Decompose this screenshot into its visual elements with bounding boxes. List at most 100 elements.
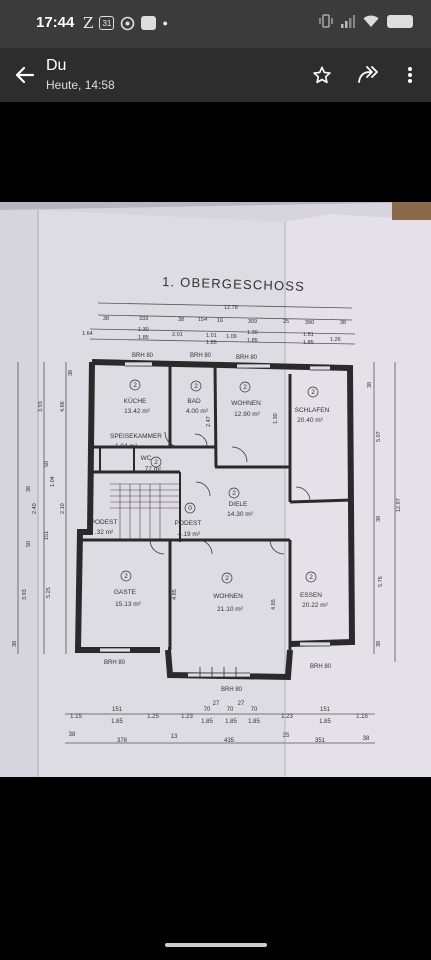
room-area: 14.30 m²: [227, 511, 253, 518]
room-area: 20.22 m²: [302, 602, 328, 609]
star-button[interactable]: [308, 61, 336, 89]
app-bar: Du Heute, 14:58: [0, 48, 431, 102]
dim-bottom-5: 1.23: [181, 714, 193, 720]
dim-left-11: 3.93: [22, 589, 28, 600]
dim-left-7: 50: [44, 461, 50, 467]
room-area: .32 m²: [95, 529, 114, 536]
dot-icon: ●: [162, 18, 168, 28]
window-label-top-3: BRH 80: [236, 355, 258, 361]
room-area: 12.90 m²: [234, 411, 260, 418]
room-number: 2: [124, 573, 128, 580]
dim-bottom-11: 1.85: [201, 719, 213, 725]
dim-bottom-2: 151: [112, 707, 123, 713]
dim-right-4: 38: [376, 516, 382, 522]
dim-bottom-3: 1.85: [111, 719, 123, 725]
room-number: 2: [194, 383, 198, 390]
dim-top-7: 25: [283, 319, 289, 325]
dim-top-9: 38: [340, 320, 346, 326]
room-number: 2: [225, 575, 229, 582]
dim-top-10: 1.64: [82, 331, 93, 337]
dim-top-15: 1.85: [206, 340, 217, 346]
dim-top-5: 16: [217, 318, 223, 324]
status-notification-icons: Z 31 ●: [83, 14, 168, 32]
dim-right-1: 38: [367, 382, 373, 388]
attached-image[interactable]: 1. OBERGESCHOSS 12.78 38 333 38 154 16 3…: [0, 202, 431, 777]
status-system-icons: [319, 14, 413, 28]
calendar-icon: 31: [99, 16, 115, 30]
room-name: DIELE: [229, 501, 248, 508]
arrow-back-icon: [15, 66, 35, 84]
star-icon: [313, 66, 331, 84]
dim-bottom-row2-6: 351: [315, 738, 326, 744]
dim-left-2: 3.93: [38, 401, 44, 412]
dim-bottom-15: 151: [320, 707, 331, 713]
room-name: PODEST: [175, 520, 202, 527]
room-area: 4.00 m²: [186, 408, 209, 415]
floorplan-heading: 1. OBERGESCHOSS: [162, 274, 305, 294]
dim-left-3: 4.66: [60, 401, 66, 412]
room-number: 2: [154, 459, 158, 466]
dim-misc-4: 4.85: [271, 599, 277, 610]
dim-bottom-16: 1.85: [319, 719, 331, 725]
room-name: WOHNEN: [231, 400, 261, 407]
dim-left-5: 2.40: [32, 503, 38, 514]
room-name: SCHLAFEN: [295, 407, 330, 414]
window-label-bottom-3: BRH 80: [221, 687, 243, 693]
dim-bottom-row2-5: 25: [283, 733, 290, 739]
dim-left-8: 151: [44, 531, 50, 540]
dim-right-2: 5.07: [376, 431, 382, 442]
dim-misc-3: 4.85: [172, 589, 178, 600]
battery-icon: [387, 14, 413, 28]
room-name: PODEST: [91, 519, 118, 526]
chat-icon: [120, 16, 135, 31]
dim-top-1: 38: [103, 316, 109, 322]
floorplan-drawing: 1. OBERGESCHOSS 12.78 38 333 38 154 16 3…: [0, 202, 431, 777]
dim-right-5: 5.76: [378, 576, 384, 587]
back-button[interactable]: [10, 60, 40, 90]
dim-bottom-row2-7: 38: [363, 736, 370, 742]
room-name: WC: [141, 455, 152, 462]
dim-top-21: 1.26: [330, 337, 341, 343]
room-name: ESSEN: [300, 592, 322, 599]
dim-misc-1: 2.47: [206, 416, 212, 427]
dim-top-17: 1.30: [247, 330, 258, 336]
window-label-top-1: BRH 80: [132, 353, 154, 359]
message-timestamp: Heute, 14:58: [46, 78, 115, 92]
room-name: BAD: [187, 398, 201, 405]
dim-bottom-4: 1.25: [147, 714, 159, 720]
dim-top-2: 333: [139, 316, 148, 322]
room-area: 15.13 m²: [115, 601, 141, 608]
forward-icon: [358, 66, 378, 83]
dim-left-1: 38: [68, 370, 74, 376]
window-label-bottom-1: BRH 80: [104, 660, 126, 666]
dim-left-4: 38: [26, 486, 32, 492]
dim-bottom-7: 27: [213, 701, 220, 707]
dim-top-14: 1.01: [206, 333, 217, 339]
wifi-icon: [363, 15, 379, 28]
dim-right-6: 38: [376, 641, 382, 647]
room-area: 4.19 m²: [178, 531, 201, 538]
dim-bottom-13: 1.85: [248, 719, 260, 725]
status-bar: 17:44 Z 31 ●: [0, 0, 431, 48]
more-options-button[interactable]: [396, 61, 424, 89]
room-number: 2: [311, 389, 315, 396]
dim-top-13: 2.01: [172, 332, 183, 338]
dim-bottom-6: 70: [204, 707, 211, 713]
signal-icon: [341, 14, 355, 28]
room-area: 1.04 m²: [115, 443, 138, 450]
vibrate-icon: [319, 14, 333, 28]
dim-top-16: 1.09: [226, 334, 237, 340]
dim-top-3: 38: [178, 317, 184, 323]
dim-top-8: 390: [305, 320, 314, 326]
dim-top-4: 154: [198, 317, 207, 323]
window-label-top-2: BRH 80: [190, 353, 212, 359]
dim-bottom-1: 1.15: [70, 714, 82, 720]
room-area: 21.10 m²: [217, 606, 243, 613]
gesture-nav-handle[interactable]: [165, 943, 267, 947]
forward-button[interactable]: [355, 61, 383, 89]
dim-top-6: 309: [248, 319, 257, 325]
room-number: 2: [232, 490, 236, 497]
room-name: KÜCHE: [124, 397, 147, 405]
dim-bottom-17: 1.15: [356, 714, 368, 720]
dim-top-20: 1.85: [303, 340, 314, 346]
